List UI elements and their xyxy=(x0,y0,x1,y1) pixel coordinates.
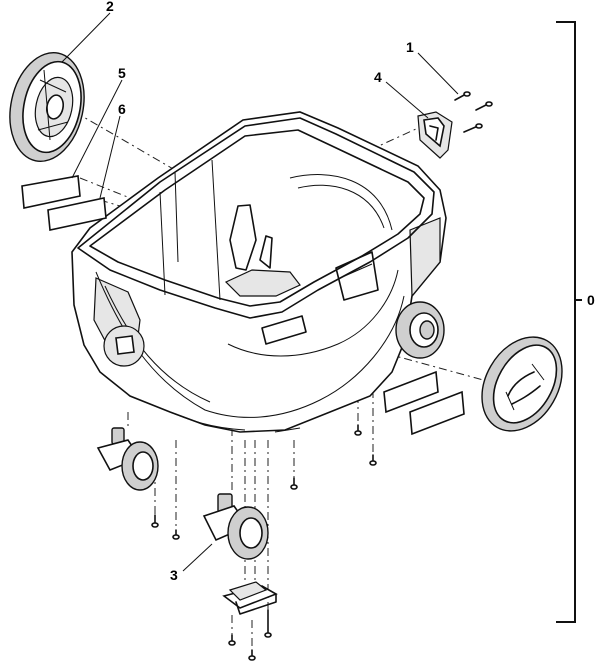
callout-5: 5 xyxy=(118,65,126,81)
callout-1: 1 xyxy=(406,39,414,55)
caster-wheel-center-icon xyxy=(202,493,269,560)
callout-0: 0 xyxy=(587,292,595,308)
wheel-cover-left-icon xyxy=(9,51,85,163)
callout-3: 3 xyxy=(170,567,178,583)
screw-icon xyxy=(151,91,493,661)
tub-housing-icon xyxy=(71,111,447,433)
latch-bracket-icon xyxy=(417,111,453,159)
caster-wheel-left-icon xyxy=(96,427,159,491)
alignment-lines xyxy=(74,111,521,650)
leader-lines xyxy=(61,12,459,572)
wheel-hub-icon xyxy=(395,301,445,359)
callout-6: 6 xyxy=(118,101,126,117)
callout-4: 4 xyxy=(374,69,382,85)
wheel-cover-right-icon xyxy=(481,336,563,432)
label-sticker-icon xyxy=(21,175,465,436)
callout-2: 2 xyxy=(106,0,114,14)
assembly-bracket xyxy=(556,21,582,623)
caster-bracket-icon xyxy=(222,581,278,615)
